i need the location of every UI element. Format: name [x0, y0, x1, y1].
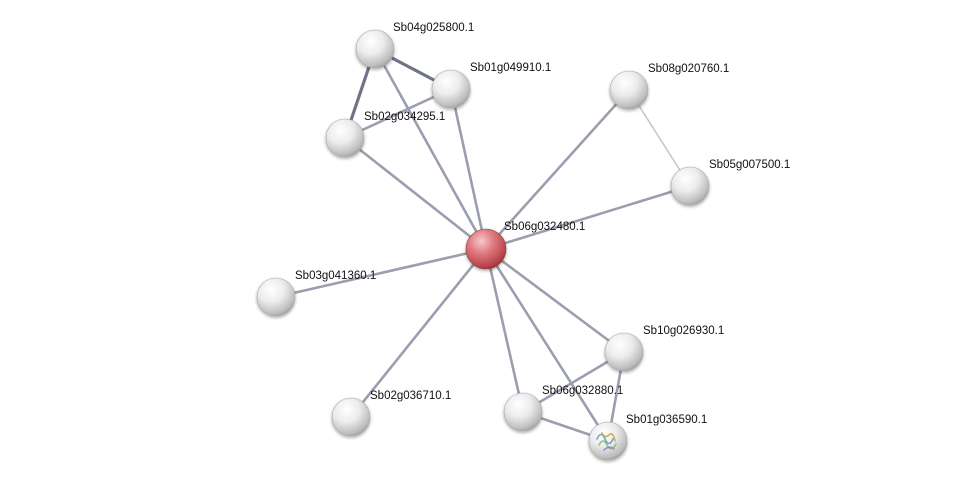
edge-Sb06g032480.1-Sb06g032880.1: [484, 247, 525, 414]
node-label: Sb10g026930.1: [643, 325, 724, 337]
node-Sb06g032480.1[interactable]: Sb06g032480.1: [465, 221, 585, 270]
node-Sb03g041360.1[interactable]: Sb03g041360.1: [256, 270, 376, 317]
edge-Sb06g032480.1-Sb10g026930.1: [484, 247, 626, 354]
node-Sb01g036590.1[interactable]: Sb01g036590.1: [588, 414, 707, 461]
edge-Sb06g032480.1-Sb04g025800.1: [373, 47, 488, 251]
node-sphere[interactable]: [465, 228, 507, 270]
node-label: Sb06g032480.1: [504, 221, 585, 233]
node-label: Sb05g007500.1: [709, 159, 790, 171]
node-label: Sb01g036590.1: [626, 414, 707, 426]
node-label: Sb04g025800.1: [393, 22, 474, 34]
node-sphere[interactable]: [604, 332, 644, 372]
node-label: Sb06g032880.1: [542, 385, 623, 397]
node-Sb02g036710.1[interactable]: Sb02g036710.1: [331, 390, 451, 437]
node-Sb06g032880.1[interactable]: Sb06g032880.1: [503, 385, 623, 432]
node-sphere[interactable]: [503, 392, 543, 432]
node-Sb01g049910.1[interactable]: Sb01g049910.1: [431, 62, 551, 109]
edge-Sb01g049910.1-Sb02g034295.1: [343, 87, 453, 140]
node-Sb05g007500.1[interactable]: Sb05g007500.1: [670, 159, 790, 206]
node-Sb04g025800.1[interactable]: Sb04g025800.1: [355, 22, 474, 69]
node-sphere[interactable]: [670, 166, 710, 206]
node-sphere[interactable]: [256, 277, 296, 317]
node-label: Sb02g034295.1: [364, 111, 445, 123]
edge-Sb06g032480.1-Sb02g036710.1: [349, 247, 488, 419]
protein-structure-icon: [596, 432, 617, 451]
edge-Sb06g032480.1-Sb08g020760.1: [484, 88, 631, 251]
node-label: Sb01g049910.1: [470, 62, 551, 74]
node-Sb02g034295.1[interactable]: Sb02g034295.1: [325, 111, 445, 158]
edge-Sb06g032480.1-Sb01g049910.1: [449, 87, 488, 251]
edge-Sb06g032480.1-Sb01g036590.1: [484, 247, 610, 443]
nodes-layer: Sb06g032480.1Sb04g025800.1Sb01g049910.1S…: [256, 22, 790, 461]
node-sphere[interactable]: [331, 397, 371, 437]
node-sphere[interactable]: [325, 118, 365, 158]
edge-Sb06g032480.1-Sb03g041360.1: [274, 247, 488, 299]
node-sphere[interactable]: [355, 29, 395, 69]
node-sphere[interactable]: [588, 421, 628, 461]
edge-Sb06g032480.1-Sb02g034295.1: [343, 136, 488, 251]
edge-Sb10g026930.1-Sb06g032880.1: [521, 350, 626, 414]
node-label: Sb08g020760.1: [648, 63, 729, 75]
node-label: Sb02g036710.1: [370, 390, 451, 402]
edge-Sb06g032480.1-Sb05g007500.1: [484, 184, 692, 251]
node-sphere[interactable]: [609, 70, 649, 110]
node-Sb10g026930.1[interactable]: Sb10g026930.1: [604, 325, 724, 372]
node-Sb08g020760.1[interactable]: Sb08g020760.1: [609, 63, 729, 110]
node-sphere[interactable]: [431, 69, 471, 109]
node-label: Sb03g041360.1: [295, 270, 376, 282]
